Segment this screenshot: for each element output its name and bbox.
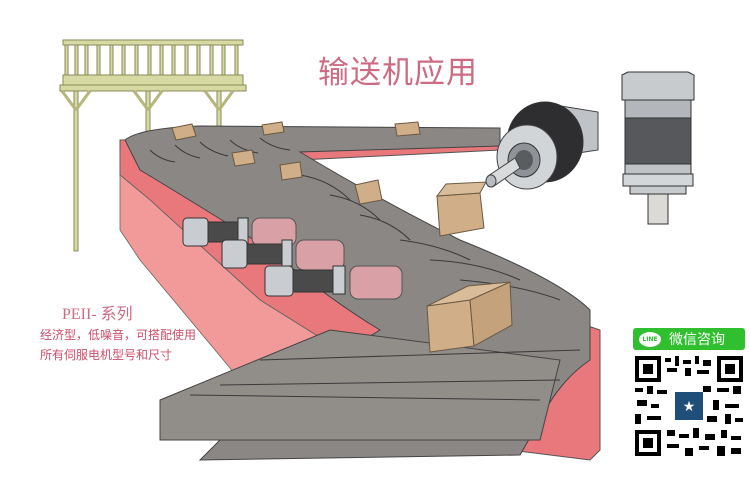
wechat-consult-label: 微信咨询 <box>669 332 725 348</box>
svg-text:★: ★ <box>683 399 696 415</box>
contact-panel: LINE 微信咨询 ★ <box>633 328 745 462</box>
gear-motor-drives <box>182 217 403 300</box>
planetary-gearbox-angled <box>485 101 599 190</box>
description-line-2: 所有伺服电机型号和尺寸 <box>40 348 173 362</box>
series-label: PEII- 系列 <box>62 306 133 323</box>
qr-code[interactable]: ★ <box>633 354 745 458</box>
planetary-gearbox-front <box>621 71 695 225</box>
description-line-1: 经济型，低噪音，可搭配使用 <box>40 328 197 342</box>
wechat-consult-button[interactable]: LINE 微信咨询 <box>633 328 745 350</box>
wooden-railing-walkway <box>59 39 247 252</box>
line-icon: LINE <box>639 331 661 347</box>
cardboard-boxes <box>171 121 513 353</box>
page-title: 输送机应用 <box>318 55 478 91</box>
